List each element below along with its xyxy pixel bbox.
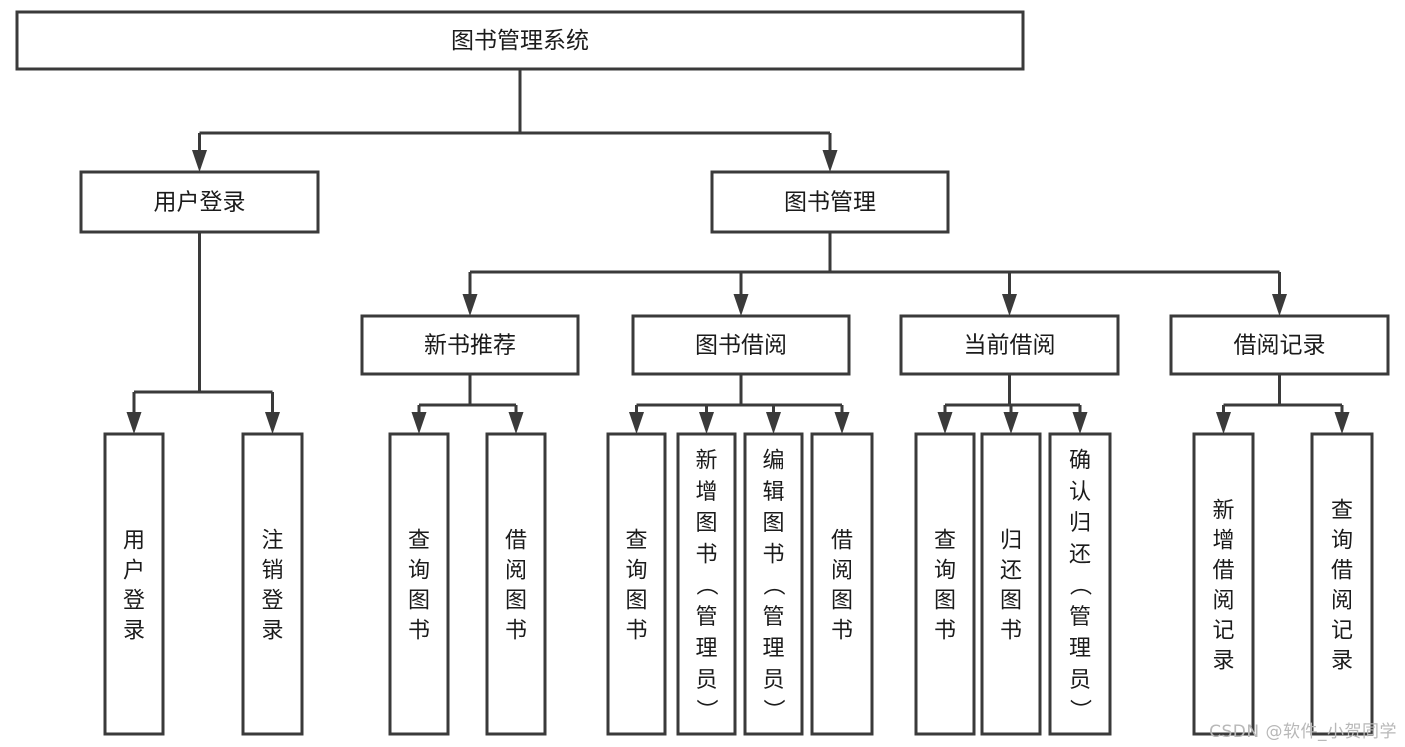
node-label: 借阅图书 xyxy=(505,528,527,643)
node-leaf-borrow-book-1[interactable]: 借阅图书 xyxy=(485,432,547,736)
node-leaf-query-book-2[interactable]: 查询图书 xyxy=(606,432,667,736)
arrow-head-icon xyxy=(192,150,207,172)
node-box xyxy=(899,314,1120,376)
nodes-layer: 图书管理系统用户登录图书管理新书推荐图书借阅当前借阅借阅记录用户登录注销登录查询… xyxy=(15,10,1390,736)
arrow-head-icon xyxy=(629,412,644,434)
node-box xyxy=(241,432,304,736)
arrow-head-icon xyxy=(1072,412,1088,434)
node-label: 确认归还（管理员） xyxy=(1069,448,1092,724)
node-label: 借阅图书 xyxy=(831,528,853,643)
arrow-head-icon xyxy=(834,412,850,434)
node-box xyxy=(15,10,1025,71)
node-box xyxy=(485,432,547,736)
node-leaf-edit-book[interactable]: 编辑图书（管理员） xyxy=(743,432,804,736)
arrow-head-icon xyxy=(1002,294,1017,316)
arrow-head-icon xyxy=(1216,412,1231,434)
arrow-head-icon xyxy=(733,294,749,316)
node-box xyxy=(710,170,950,234)
node-box xyxy=(980,432,1042,736)
node-leaf-return-book[interactable]: 归还图书 xyxy=(980,432,1042,736)
node-box xyxy=(631,314,851,376)
arrow-head-icon xyxy=(508,412,524,434)
node-label: 用户登录 xyxy=(154,190,246,216)
arrow-head-icon xyxy=(265,412,280,434)
arrow-head-icon xyxy=(411,412,427,434)
node-label: 查询图书 xyxy=(625,528,647,643)
node-label: 图书管理 xyxy=(784,190,876,216)
node-root[interactable]: 图书管理系统 xyxy=(15,10,1025,71)
node-current-borrow[interactable]: 当前借阅 xyxy=(899,314,1120,376)
node-label: 当前借阅 xyxy=(964,333,1056,359)
edge-group-user-login xyxy=(126,232,280,434)
node-box xyxy=(743,432,804,736)
node-label: 编辑图书（管理员） xyxy=(762,448,785,724)
node-leaf-confirm-return[interactable]: 确认归还（管理员） xyxy=(1048,432,1112,736)
node-leaf-query-book-3[interactable]: 查询图书 xyxy=(914,432,976,736)
node-user-login[interactable]: 用户登录 xyxy=(79,170,320,234)
node-leaf-user-login[interactable]: 用户登录 xyxy=(103,432,165,736)
edge-group-root xyxy=(192,69,838,172)
node-leaf-borrow-book-2[interactable]: 借阅图书 xyxy=(810,432,874,736)
node-box xyxy=(360,314,580,376)
node-box xyxy=(1310,432,1374,736)
node-book-manage[interactable]: 图书管理 xyxy=(710,170,950,234)
node-leaf-add-book[interactable]: 新增图书（管理员） xyxy=(676,432,737,736)
arrow-head-icon xyxy=(126,412,142,434)
edge-group-borrow-record xyxy=(1216,374,1350,434)
node-box xyxy=(79,170,320,234)
node-label: 查询图书 xyxy=(934,528,956,643)
arrow-head-icon xyxy=(937,412,953,434)
node-leaf-query-book-1[interactable]: 查询图书 xyxy=(388,432,450,736)
node-label: 归还图书 xyxy=(1000,528,1022,643)
node-label: 用户登录 xyxy=(123,528,145,643)
edges-layer xyxy=(126,69,1350,434)
arrow-head-icon xyxy=(1334,412,1350,434)
arrow-head-icon xyxy=(1272,294,1287,316)
node-box xyxy=(1192,432,1255,736)
node-box xyxy=(388,432,450,736)
node-leaf-query-record[interactable]: 查询借阅记录 xyxy=(1310,432,1374,736)
node-new-book-rec[interactable]: 新书推荐 xyxy=(360,314,580,376)
arrow-head-icon xyxy=(822,150,838,172)
node-leaf-add-record[interactable]: 新增借阅记录 xyxy=(1192,432,1255,736)
edge-group-book-borrow xyxy=(629,374,850,434)
node-box xyxy=(1169,314,1390,376)
arrow-head-icon xyxy=(1003,412,1019,434)
node-box xyxy=(676,432,737,736)
node-label: 图书管理系统 xyxy=(451,28,589,54)
node-box xyxy=(810,432,874,736)
node-book-borrow[interactable]: 图书借阅 xyxy=(631,314,851,376)
node-box xyxy=(606,432,667,736)
arrow-head-icon xyxy=(462,294,478,316)
node-box xyxy=(1048,432,1112,736)
node-label: 注销登录 xyxy=(261,528,283,643)
node-label: 新增图书（管理员） xyxy=(695,448,718,724)
node-borrow-record[interactable]: 借阅记录 xyxy=(1169,314,1390,376)
edge-group-new-book-rec xyxy=(411,374,524,434)
node-box xyxy=(103,432,165,736)
edge-group-current-borrow xyxy=(937,374,1088,434)
node-label: 图书借阅 xyxy=(695,333,787,359)
node-box xyxy=(914,432,976,736)
node-label: 查询图书 xyxy=(408,528,430,643)
node-label: 新增借阅记录 xyxy=(1212,498,1234,673)
edge-group-book-manage xyxy=(462,232,1287,316)
arrow-head-icon xyxy=(699,412,714,434)
arrow-head-icon xyxy=(766,412,781,434)
node-label: 查询借阅记录 xyxy=(1331,498,1353,673)
node-leaf-user-logout[interactable]: 注销登录 xyxy=(241,432,304,736)
node-label: 新书推荐 xyxy=(424,333,516,359)
node-label: 借阅记录 xyxy=(1234,333,1326,359)
